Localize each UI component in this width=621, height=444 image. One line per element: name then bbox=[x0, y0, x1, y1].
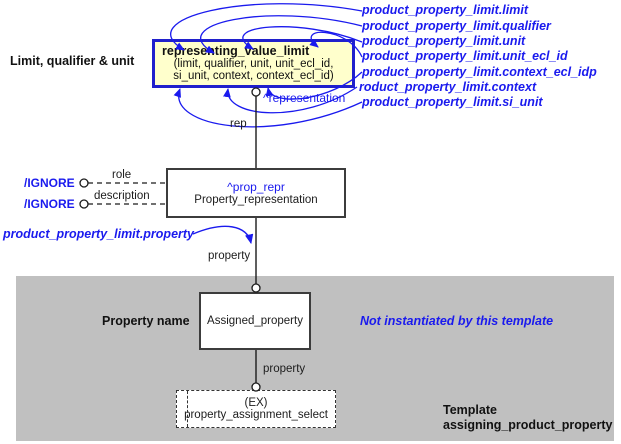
attribute-ref: product_property_limit.si_unit bbox=[362, 95, 543, 109]
property-representation-name: Property_representation bbox=[194, 194, 318, 206]
ignore-role-label: /IGNORE bbox=[24, 176, 75, 190]
property-parameter-ref: product_property_limit.property bbox=[3, 227, 194, 241]
value-limit-params-line1: (limit, qualifier, unit, unit_ecl_id, bbox=[173, 58, 334, 70]
value-limit-title: representing_value_limit bbox=[162, 44, 310, 58]
attribute-ref: product_property_limit.unit bbox=[362, 34, 526, 48]
select-box-inner-divider bbox=[187, 391, 188, 427]
section-label: Limit, qualifier & unit bbox=[10, 54, 135, 68]
prop-repr-anchor-label: ^prop_repr bbox=[227, 180, 285, 194]
ignore-description-label: /IGNORE bbox=[24, 197, 75, 211]
entity-box-property-representation: ^prop_repr Property_representation bbox=[166, 168, 346, 218]
entity-box-representing-value-limit: representing_value_limit (limit, qualifi… bbox=[152, 39, 355, 88]
attribute-ref: product_property_limit.unit_ecl_id bbox=[362, 49, 568, 63]
representation-anchor-label: ^representation bbox=[263, 91, 346, 105]
select-box-ex-label: (EX) bbox=[244, 397, 268, 409]
select-box-name: property_assignment_select bbox=[184, 409, 328, 421]
entity-box-assigned-property: Assigned_property bbox=[199, 292, 311, 350]
value-limit-params-line2: si_unit, context, context_ecl_id) bbox=[173, 70, 334, 82]
property-connector-label-upper: property bbox=[208, 250, 251, 262]
template-caption-line1: Template bbox=[443, 403, 497, 417]
select-box-property-assignment-select: (EX) property_assignment_select bbox=[176, 390, 336, 428]
property-arrow-curve bbox=[192, 225, 254, 245]
assigned-property-name: Assigned_property bbox=[207, 315, 303, 327]
rep-connector-label: rep bbox=[230, 118, 247, 130]
template-caption-line2: assigning_product_property bbox=[443, 418, 613, 432]
description-attribute-label: description bbox=[94, 190, 150, 202]
not-instantiated-note: Not instantiated by this template bbox=[360, 314, 554, 328]
property-name-label: Property name bbox=[102, 314, 190, 328]
attribute-ref: roduct_property_limit.context bbox=[359, 80, 537, 94]
property-connector-label-lower: property bbox=[263, 363, 306, 375]
attribute-ref: product_property_limit.limit bbox=[362, 3, 528, 17]
role-attribute-label: role bbox=[112, 169, 132, 181]
attribute-ref: product_property_limit.context_ecl_idp bbox=[362, 65, 597, 79]
attribute-ref: product_property_limit.qualifier bbox=[362, 19, 551, 33]
